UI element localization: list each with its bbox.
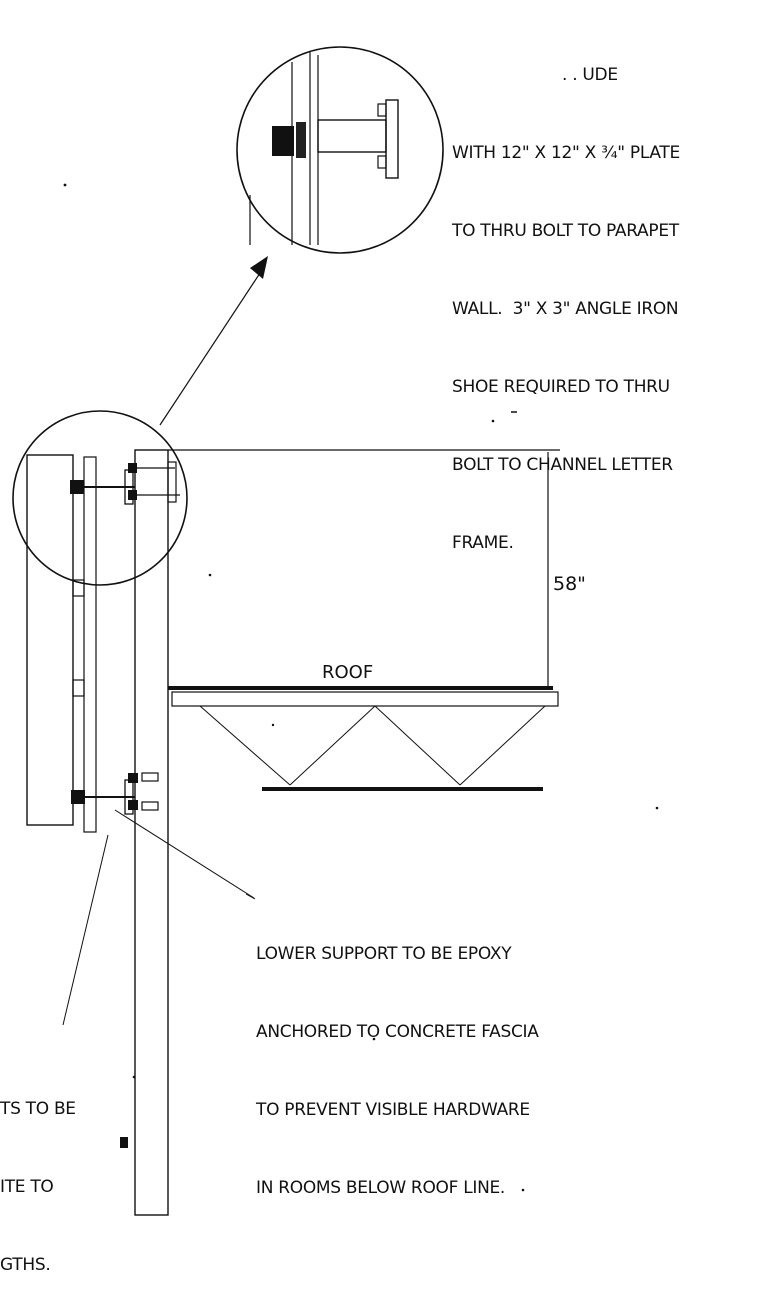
dimension-label: 58" <box>553 573 586 595</box>
frame-block <box>72 579 85 597</box>
detail-nut <box>377 155 387 169</box>
lower-support-leader <box>245 893 256 900</box>
top-note-line: BOLT TO CHANNEL LETTER <box>452 455 673 475</box>
detail-bolt-head <box>272 126 294 156</box>
detail-bubble <box>236 46 444 254</box>
lower-support-note-line: ANCHORED TO CONCRETE FASCIA <box>256 1022 539 1042</box>
left-note-leader <box>62 834 109 1026</box>
left-note-line: ITE TO <box>0 1177 54 1197</box>
top-note-line: WALL. 3" X 3" ANGLE IRON <box>452 299 679 319</box>
lower-support-leader <box>114 809 255 899</box>
lower-support-note-line: TO PREVENT VISIBLE HARDWARE <box>256 1100 530 1120</box>
top-note-line: TO THRU BOLT TO PARAPET <box>452 221 679 241</box>
top-note-line: SHOE REQUIRED TO THRU <box>452 377 670 397</box>
left-note-line: GTHS. <box>0 1255 51 1275</box>
letter-frame <box>83 456 97 833</box>
lower-support-note-line: LOWER SUPPORT TO BE EPOXY <box>256 944 512 964</box>
detail-nut <box>377 103 387 117</box>
connection-circle <box>12 410 188 586</box>
parapet-wall <box>134 449 169 1216</box>
lower-support-note-line: IN ROOMS BELOW ROOF LINE. <box>256 1178 506 1198</box>
detail-plate <box>385 99 399 179</box>
detail-bolt-head <box>296 122 306 158</box>
top-note: . . UDE WITH 12" X 12" X ¾" PLATE TO THR… <box>452 10 680 582</box>
left-note-line: TS TO BE <box>0 1099 76 1119</box>
detail-leader-line <box>159 269 263 426</box>
roof-deck <box>171 691 559 707</box>
lower-support <box>71 772 159 815</box>
arrowhead-icon <box>250 256 268 279</box>
detail-bubble-circle <box>236 46 444 254</box>
frame-block <box>72 679 85 697</box>
top-note-line: FRAME. <box>452 533 514 553</box>
upper-support <box>70 461 180 505</box>
roof-truss <box>199 705 546 791</box>
roof-label: ROOF <box>322 662 373 683</box>
detail-bracket <box>317 119 387 153</box>
top-note-line: WITH 12" X 12" X ¾" PLATE <box>452 143 680 163</box>
section-drawing: 58" ROOF <box>12 46 659 1216</box>
left-note: TS TO BE ITE TO GTHS. <box>0 1044 76 1304</box>
lower-support-note: LOWER SUPPORT TO BE EPOXY ANCHORED TO CO… <box>256 889 539 1227</box>
top-note-line: . . UDE <box>562 65 618 85</box>
channel-letter-box <box>26 454 74 826</box>
